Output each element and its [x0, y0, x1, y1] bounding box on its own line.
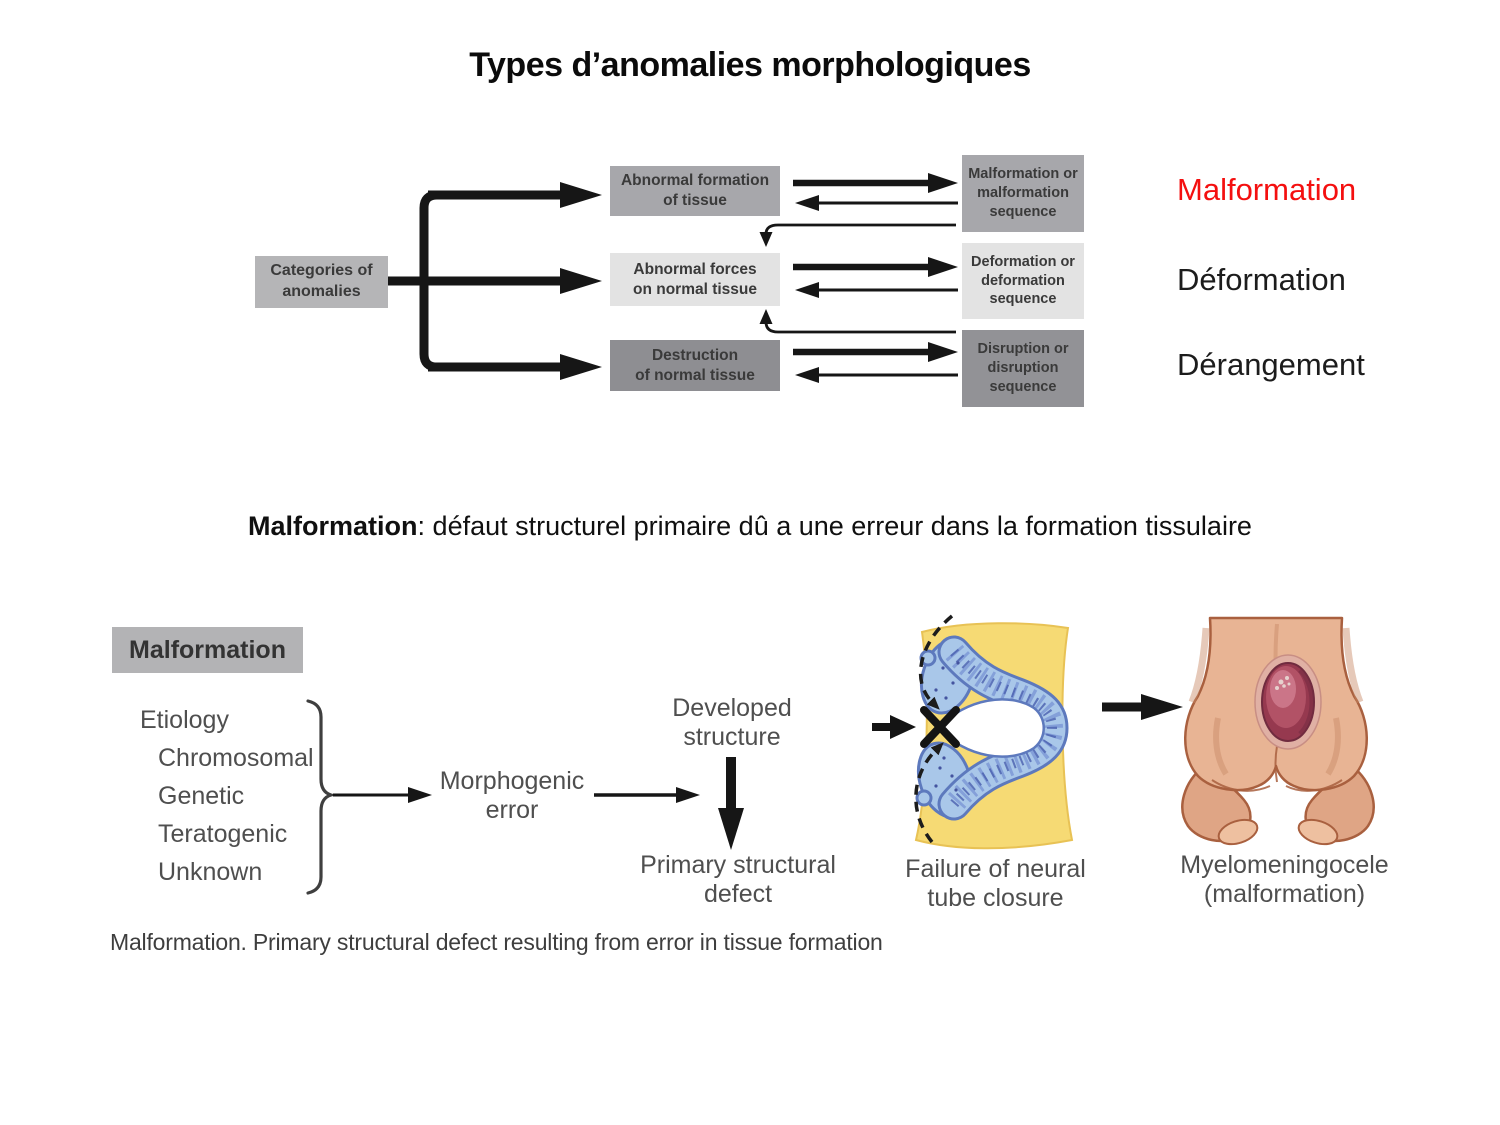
malformation-sequence-box: Malformation or malformation sequence [962, 155, 1084, 232]
etiology-item: Teratogenic [158, 820, 288, 848]
etiology-list: Etiology Chromosomal Genetic Teratogenic… [140, 701, 314, 891]
trident-arrows [387, 182, 602, 380]
figure-caption: Malformation. Primary structural defect … [110, 929, 883, 955]
etiology-item: Unknown [158, 858, 263, 886]
page-title: Types d’anomalies morphologiques [469, 46, 1031, 84]
exchange-arrows [793, 173, 958, 383]
definition-text: : défaut structurel primaire dû a une er… [417, 511, 1252, 541]
pointer-arrow [872, 715, 916, 739]
feedback-arrows [759, 223, 956, 334]
morphogenic-error-label: Morphogenic error [439, 767, 585, 824]
disruption-sequence-box: Disruption or disruption sequence [962, 330, 1084, 407]
failure-x-mark [920, 706, 960, 748]
neural-tube-illustration [872, 614, 1074, 850]
etiology-title: Etiology [140, 706, 229, 734]
malformation-header-box: Malformation [112, 627, 303, 673]
etiology-item: Chromosomal [158, 744, 314, 772]
label-derangement: Dérangement [1177, 347, 1365, 382]
myelomeningocele-label: Myelomeningocele (malformation) [1180, 851, 1389, 908]
categories-of-anomalies-box: Categories of anomalies [255, 256, 388, 308]
definition-term: Malformation [248, 511, 418, 541]
label-deformation: Déformation [1177, 262, 1346, 297]
neural-tube-closure-label: Failure of neural tube closure [905, 855, 1086, 912]
skin-shading [1188, 623, 1364, 776]
abnormal-forces-box: Abnormal forces on normal tissue [610, 253, 780, 306]
abnormal-formation-box: Abnormal formation of tissue [610, 166, 780, 216]
myelomeningocele-sac [1254, 654, 1322, 750]
etiology-item: Genetic [158, 782, 245, 810]
deformation-sequence-box: Deformation or deformation sequence [962, 243, 1084, 319]
cell-dots [934, 661, 960, 792]
primary-structural-defect-label: Primary structural defect [640, 851, 836, 908]
myelomeningocele-illustration [1181, 616, 1375, 846]
destruction-box: Destruction of normal tissue [610, 340, 780, 391]
label-malformation: Malformation [1177, 172, 1357, 207]
body-creases [1211, 745, 1343, 792]
neural-fold-lips [915, 637, 977, 819]
definition-line: Malformation: défaut structurel primaire… [0, 511, 1500, 542]
developed-structure-label: Developed structure [672, 694, 792, 751]
